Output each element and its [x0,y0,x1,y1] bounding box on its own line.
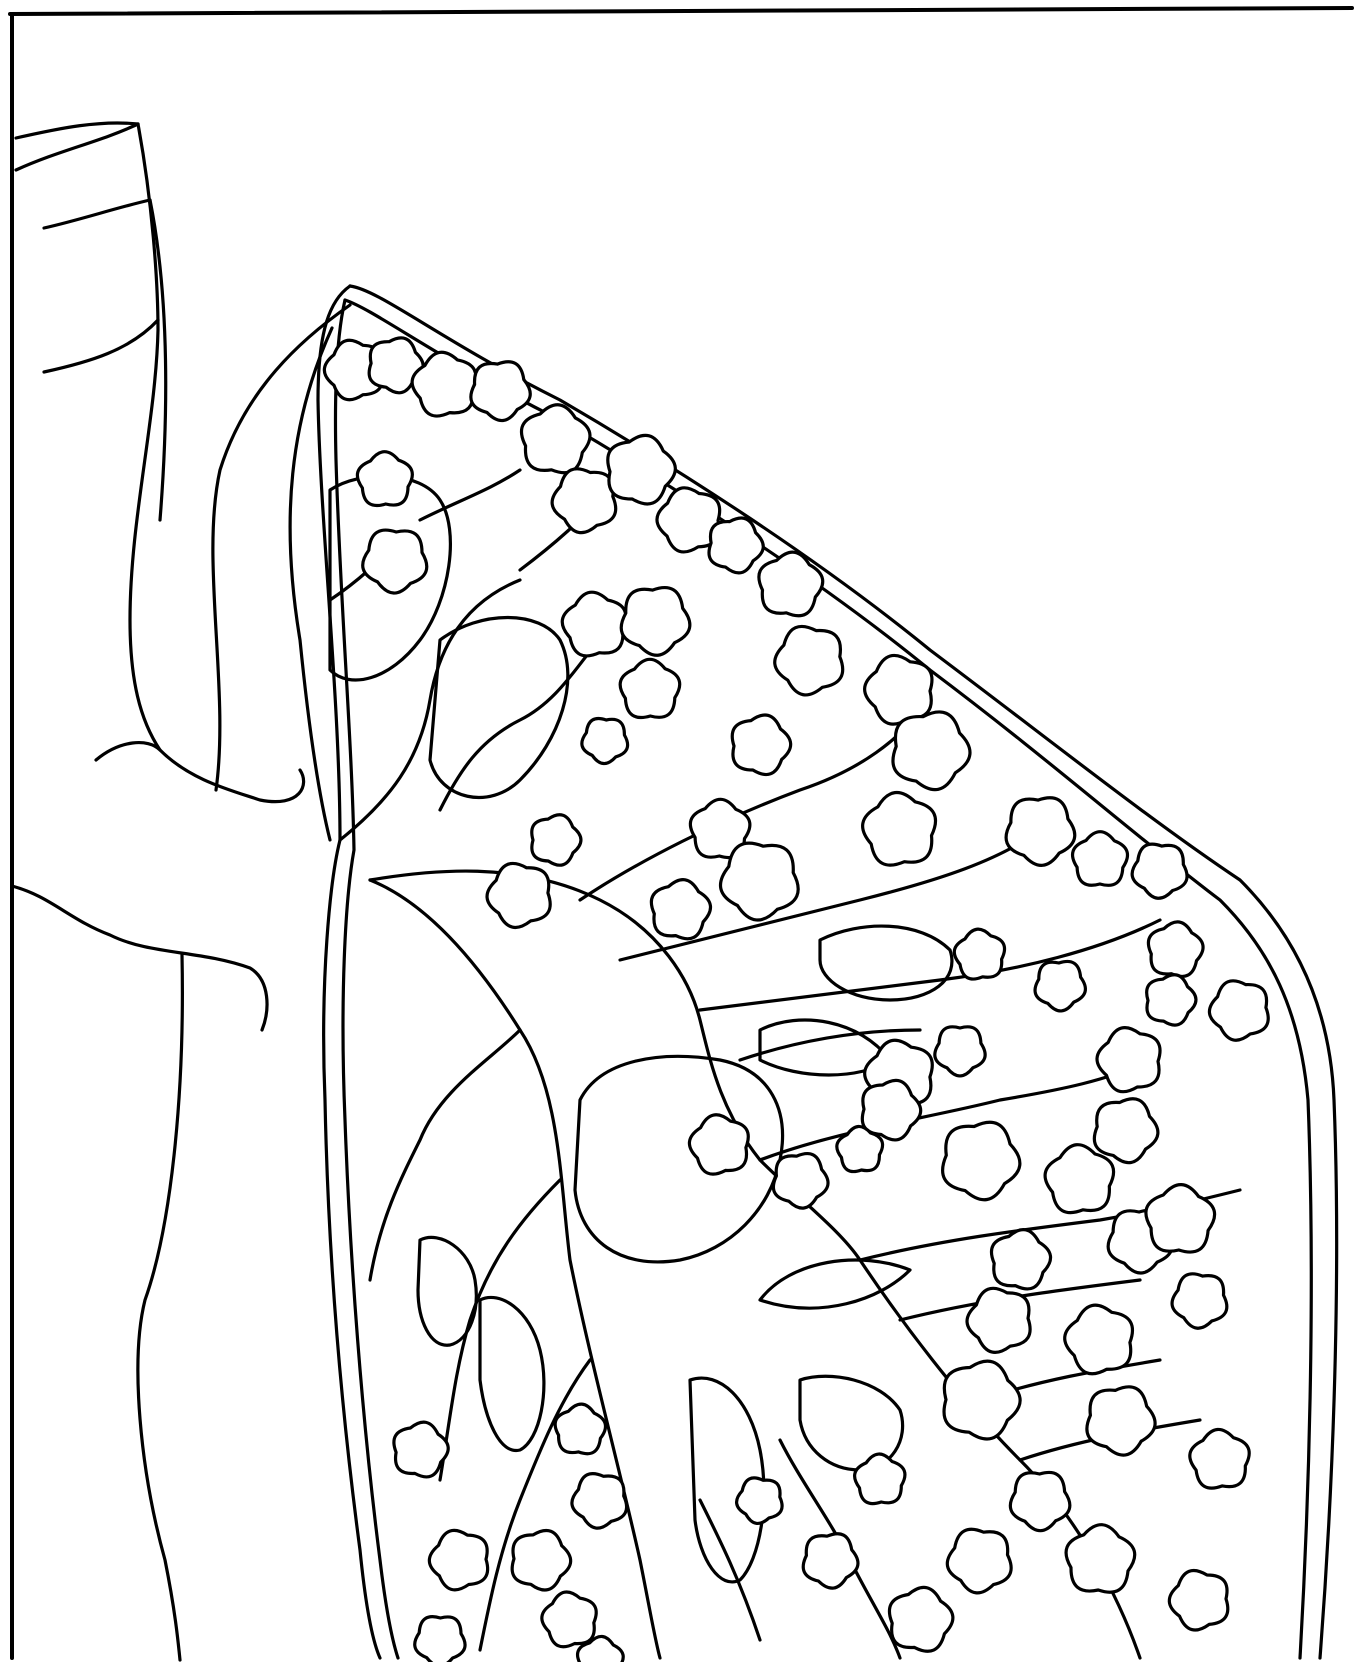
upper-branch-inner [440,640,600,810]
alveolar-cluster [620,659,680,717]
space-upper-mid [430,618,568,798]
mid-branch-3 [700,920,1160,1010]
alveolar-cluster [608,435,676,504]
alveolar-cluster [415,1617,465,1662]
alveolar-cluster [893,712,970,790]
trachea-right-wall [130,124,160,750]
alveolar-cluster [954,929,1004,979]
alveolar-cluster [621,588,690,656]
alveolar-cluster [943,1122,1020,1200]
lung-fold-inner [290,328,332,840]
alveolar-cluster [1045,1145,1113,1213]
alveolar-cluster [737,1478,783,1524]
side-branch-left-2 [440,1180,560,1480]
space-mid-right [820,926,952,1000]
alveolar-cluster [1094,1099,1158,1163]
alveolar-cluster [732,715,790,775]
alveolar-cluster [532,815,581,865]
alveolar-cluster [944,1361,1020,1439]
alveolar-cluster [394,1422,448,1477]
alveolar-cluster [582,719,628,764]
alveolar-cluster [1073,832,1128,886]
alveoli-group [324,338,1268,1662]
alveolar-cluster [967,1288,1030,1352]
alveolar-cluster [855,1454,905,1504]
alveolar-cluster [1066,1525,1135,1593]
shoulder-curve [96,743,304,802]
alveolar-cluster [512,1530,571,1590]
alveolar-cluster [1209,981,1268,1040]
alveolar-cluster [1097,1028,1160,1092]
space-lower-left [480,1297,544,1450]
alveolar-cluster [552,469,616,533]
alveolar-cluster [1147,975,1196,1025]
trachea [16,123,166,750]
space-mid-left [418,1237,476,1345]
trachea-inner-lip [44,320,158,372]
alveolar-cluster [562,592,626,656]
alveolar-cluster [991,1230,1050,1289]
alveolar-cluster [471,362,530,421]
alveolar-cluster [1006,798,1075,866]
frame-top-edge [10,8,1352,14]
alveolar-cluster [935,1027,985,1076]
alveolar-cluster [1169,1570,1227,1630]
alveolar-cluster [1146,1185,1215,1252]
alveolar-cluster [1087,1387,1155,1455]
alveolar-cluster [555,1404,605,1454]
alveolar-cluster [572,1474,627,1529]
alveolar-cluster [775,626,843,694]
alveolar-cluster [1010,1472,1070,1530]
alveolar-cluster [720,843,798,920]
alveolar-cluster [363,530,427,593]
alveolar-cluster [429,1530,487,1590]
body-contour [12,305,350,1660]
alveolar-cluster [1065,1305,1133,1374]
alveolar-cluster [709,518,763,573]
alveolar-cluster [1190,1429,1249,1488]
alveolar-cluster [651,880,710,939]
alveolar-cluster [357,452,412,506]
alveolar-cluster [947,1529,1011,1593]
trachea-inner-band [44,200,150,228]
alveolar-cluster [1148,922,1203,977]
alveolar-cluster [889,1587,952,1651]
alveolar-cluster [689,1115,748,1174]
side-branch-left-1 [370,1030,520,1280]
alveolar-cluster [1132,844,1187,898]
alveolar-cluster [863,792,936,865]
alveolar-cluster [1035,961,1085,1010]
alveolar-cluster [803,1534,858,1588]
alveolar-cluster [865,655,932,724]
alveolar-cluster [1172,1274,1227,1328]
trachea-rim-front [16,124,138,170]
space-middle-large [575,1056,783,1262]
torso-inner-line [138,955,182,1660]
torso-side [12,886,267,1030]
alveolar-cluster [773,1154,828,1209]
alveolar-cluster [521,405,589,473]
alveolar-cluster [542,1592,596,1647]
